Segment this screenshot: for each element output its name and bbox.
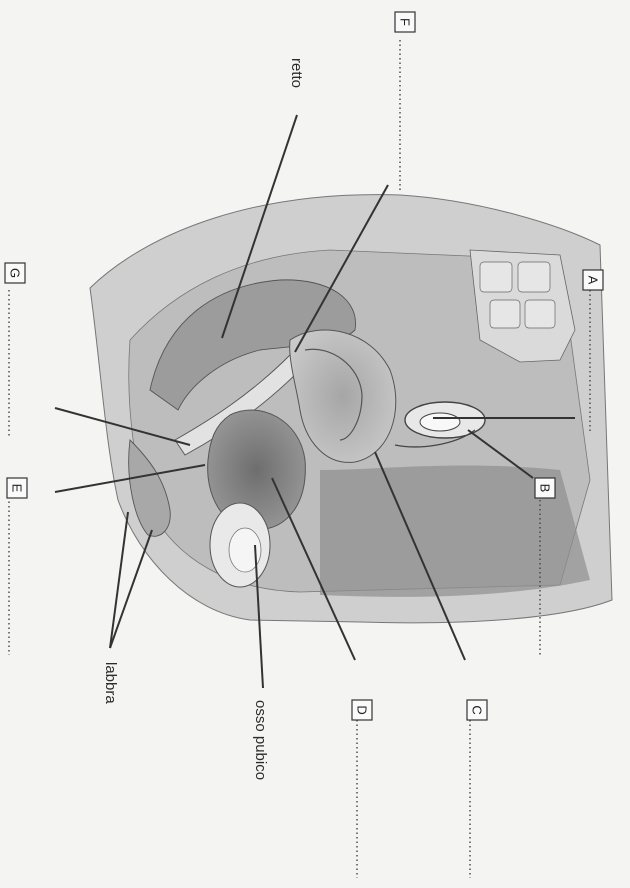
answer-letter-A: A xyxy=(586,276,601,285)
answer-box-G: G xyxy=(5,263,25,283)
answer-box-E: E xyxy=(7,478,27,498)
answer-box-D: D xyxy=(352,700,372,720)
answer-letter-F: F xyxy=(398,18,413,26)
answer-letter-G: G xyxy=(8,268,23,278)
answer-box-F: F xyxy=(395,12,415,32)
answer-letter-C: C xyxy=(470,705,485,714)
leader-labbra-1 xyxy=(110,512,128,648)
label-retto: retto xyxy=(288,58,305,88)
answer-box-B: B xyxy=(535,478,555,498)
answer-box-A: A xyxy=(583,270,603,290)
answer-letter-D: D xyxy=(355,705,370,714)
label-osso-pubico: osso pubico xyxy=(252,700,269,780)
leader-labbra-2 xyxy=(110,530,152,648)
label-labbra: labbra xyxy=(102,662,119,704)
answer-letter-B: B xyxy=(538,484,553,493)
answer-letter-E: E xyxy=(10,484,25,493)
answer-box-C: C xyxy=(467,700,487,720)
pubic-bone xyxy=(210,503,270,587)
